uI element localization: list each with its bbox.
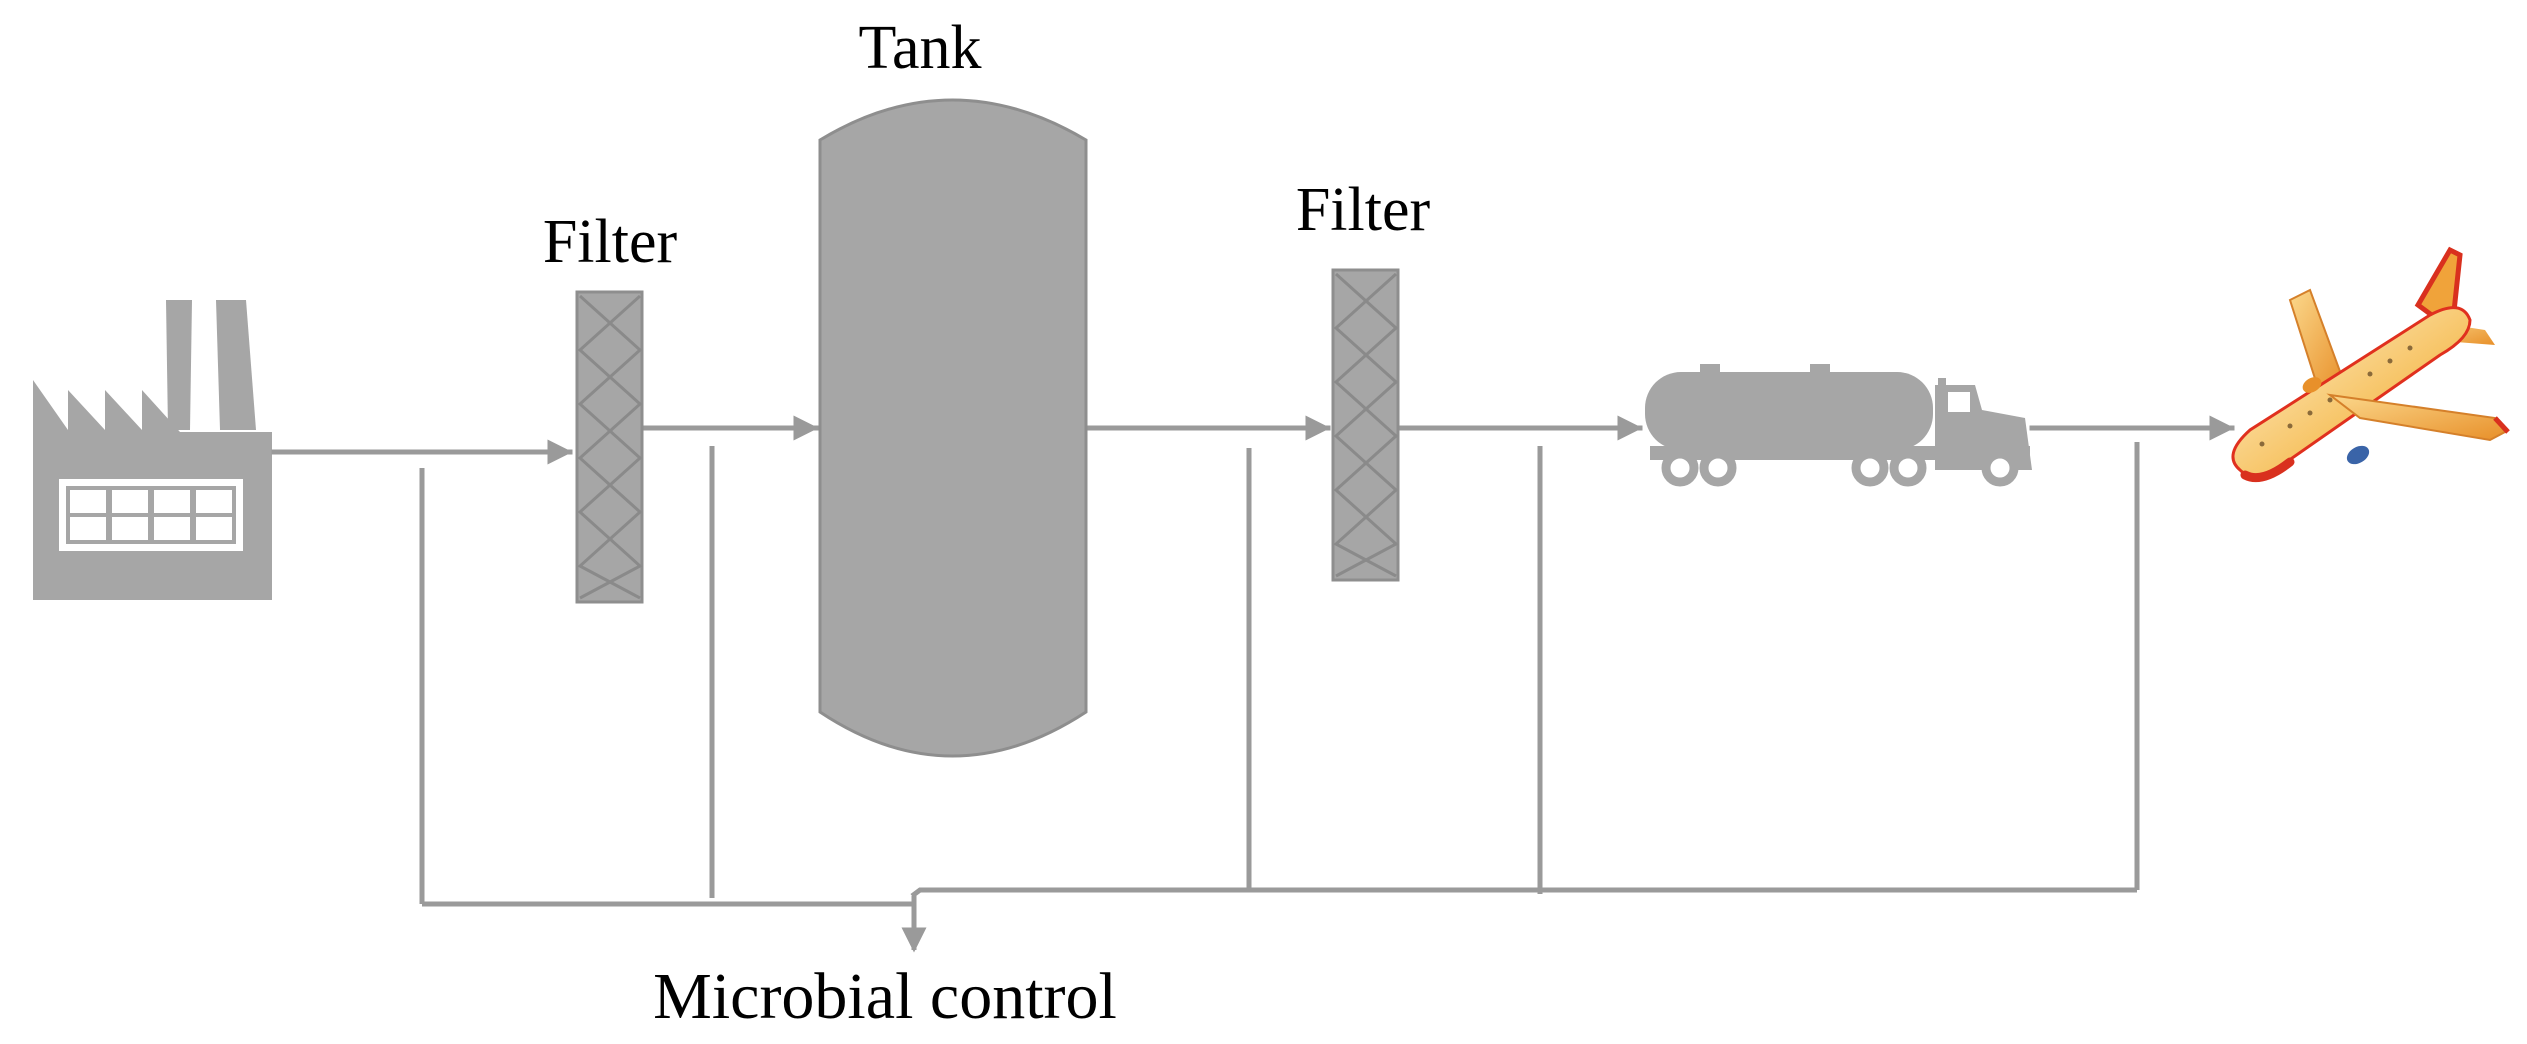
airplane-icon (2231, 246, 2510, 483)
tanker-truck-icon (1645, 364, 2032, 487)
factory-icon (33, 300, 272, 600)
filter-1 (575, 290, 644, 604)
storage-tank (818, 98, 1088, 758)
filter-2 (1331, 268, 1400, 582)
tank-label: Tank (858, 14, 981, 82)
filter-2-label: Filter (1296, 176, 1431, 244)
main-flow-pipes (271, 415, 2235, 465)
microbial-sampling-lines (419, 442, 2140, 953)
filter-1-label: Filter (543, 208, 678, 276)
sample-collector-right (910, 887, 2137, 898)
microbial-control-label: Microbial control (653, 960, 1117, 1033)
